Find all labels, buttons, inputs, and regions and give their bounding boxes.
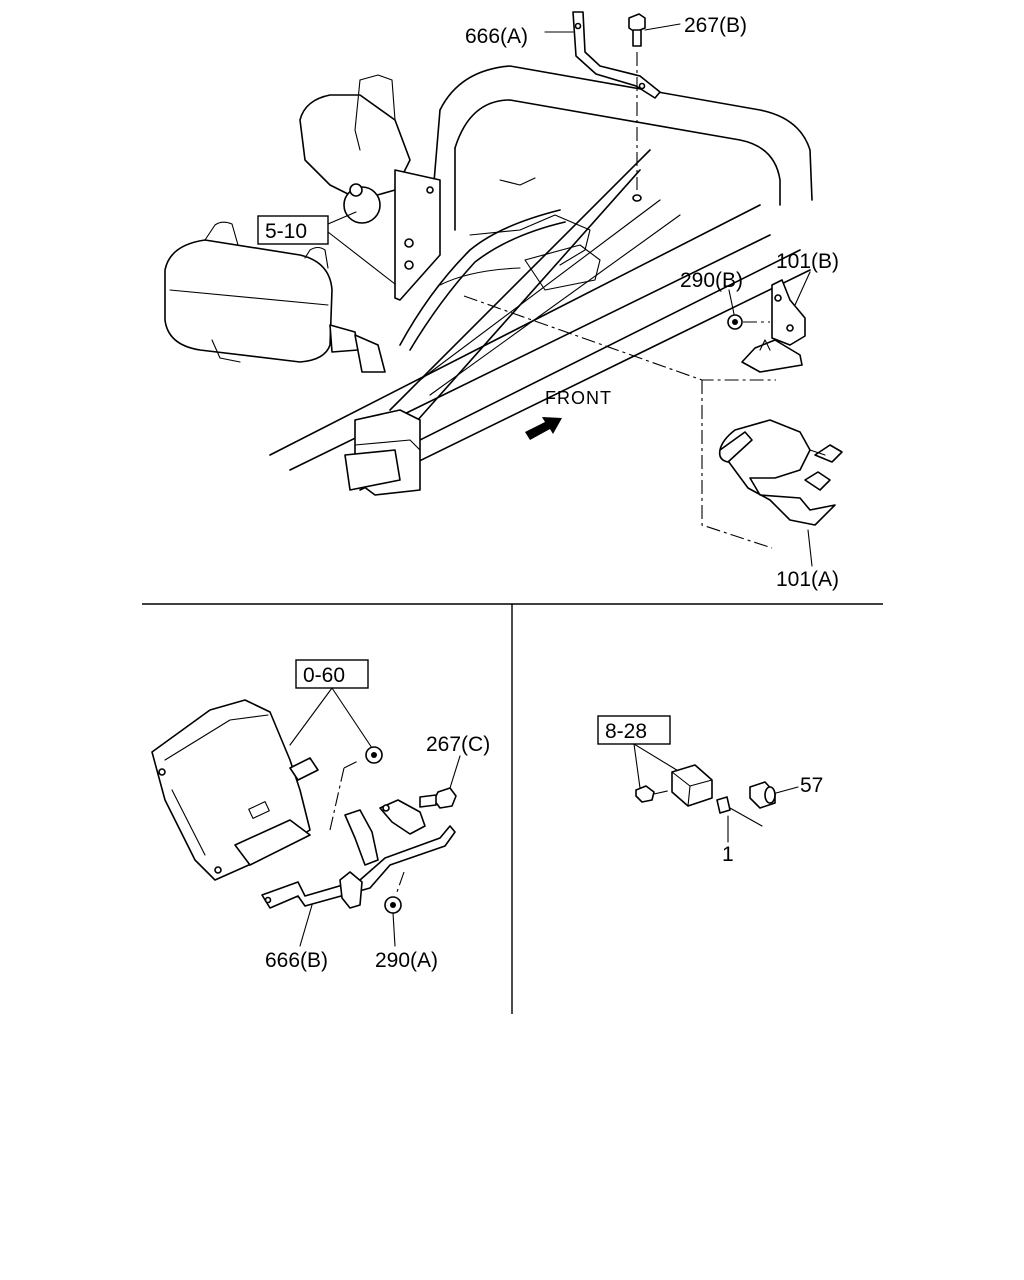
callout-290b: 290(B) — [680, 269, 743, 292]
front-label: FRONT — [545, 388, 612, 408]
nut-290b — [727, 314, 743, 330]
ecu-module — [151, 699, 319, 881]
ref-box-5-10 — [257, 215, 329, 245]
bolt-267c — [419, 787, 457, 809]
nut-upper — [365, 746, 383, 764]
nut-290a — [384, 896, 402, 914]
callout-8-28: 8-28 — [605, 720, 647, 743]
bushing-57 — [749, 781, 776, 809]
bracket-101a — [718, 419, 843, 526]
callout-267c: 267(C) — [426, 733, 490, 756]
callout-290a: 290(A) — [375, 949, 438, 972]
bolt-267b — [628, 13, 646, 47]
frame-assembly-drawing — [164, 65, 813, 496]
sensor-unit — [635, 764, 713, 807]
front-arrow-icon — [525, 417, 562, 440]
callout-5-10: 5-10 — [265, 220, 307, 243]
connector-part-1 — [716, 796, 763, 827]
bracket-101b — [741, 279, 806, 373]
callout-101a: 101(A) — [776, 568, 839, 591]
bracket-666a — [572, 11, 661, 99]
callout-57: 57 — [800, 774, 823, 797]
callout-267b: 267(B) — [684, 14, 747, 37]
ref-box-0-60 — [295, 659, 369, 689]
callout-101b: 101(B) — [776, 250, 839, 273]
callout-1: 1 — [722, 843, 734, 866]
callout-666a: 666(A) — [465, 25, 528, 48]
callout-0-60: 0-60 — [303, 664, 345, 687]
callout-666b: 666(B) — [265, 949, 328, 972]
bracket-666b — [261, 799, 456, 909]
